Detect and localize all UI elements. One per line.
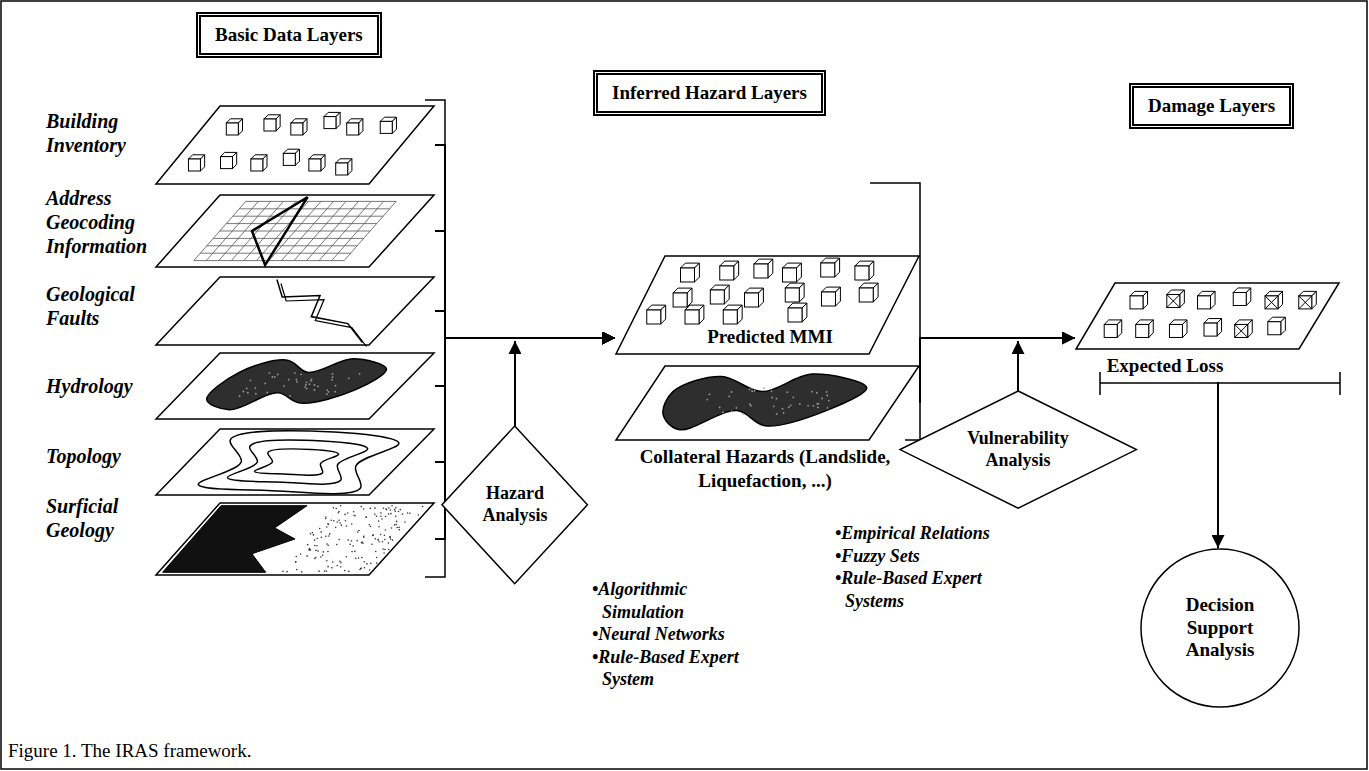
layer-sheet <box>155 428 435 496</box>
method-item: •Algorithmic Simulation <box>592 578 760 623</box>
flow-arrow <box>1217 382 1219 548</box>
layer-picture <box>194 197 397 265</box>
analysis-diamond: Hazard Analysis <box>441 425 588 585</box>
layer-sheet <box>155 502 435 576</box>
node-label: Address Geocoding Information <box>46 186 176 258</box>
layer-picture <box>663 374 867 430</box>
node-label: Hazard Analysis <box>469 483 561 526</box>
input-arrow <box>1017 341 1019 391</box>
input-arrow <box>514 341 516 426</box>
layer-picture <box>277 280 367 347</box>
section-heading: Basic Data Layers <box>196 12 382 58</box>
node-label: Collateral Hazards (Landslide, Liquefact… <box>620 445 910 493</box>
method-list: •Empirical Relations•Fuzzy Sets•Rule-Bas… <box>835 522 995 612</box>
layer-picture <box>207 359 387 410</box>
section-title: Basic Data Layers <box>215 24 363 46</box>
section-title: Inferred Hazard Layers <box>612 82 807 104</box>
layer-sheet <box>155 105 435 185</box>
method-item: •Fuzzy Sets <box>835 545 995 568</box>
layer-sheet <box>155 276 435 346</box>
data-layer: Address Geocoding Information <box>40 194 435 270</box>
node-label: Expected Loss <box>1090 354 1240 378</box>
layer-picture <box>198 431 399 494</box>
layer-picture <box>1104 288 1316 338</box>
section-title: Damage Layers <box>1148 95 1275 117</box>
data-layer: Geological Faults <box>40 276 435 348</box>
layer-picture <box>188 112 396 175</box>
data-layer: Surficial Geology <box>40 502 435 578</box>
data-layer: Building Inventory <box>40 105 435 187</box>
node-label: Surficial Geology <box>46 494 158 542</box>
node-label: Hydrology <box>46 374 158 398</box>
method-item: •Neural Networks <box>592 623 760 646</box>
section-heading: Inferred Hazard Layers <box>593 70 826 116</box>
flow-arrow <box>435 231 615 338</box>
node-label: Topology <box>46 444 158 468</box>
node-label: Geological Faults <box>46 282 158 330</box>
method-item: •Empirical Relations <box>835 522 995 545</box>
caption-box: Figure 1. The IRAS framework. <box>8 740 251 762</box>
data-layer: Topology <box>40 428 435 498</box>
method-list: •Algorithmic Simulation•Neural Networks•… <box>592 578 760 691</box>
layer-sheet <box>615 365 920 441</box>
decision-circle: Decision Support Analysis <box>1140 548 1300 708</box>
flow-arrow <box>435 145 615 338</box>
figure-caption: Figure 1. The IRAS framework. <box>8 740 251 762</box>
method-item: •Rule-Based Expert System <box>592 646 760 691</box>
layer-sheet <box>1075 282 1340 350</box>
node-label: Vulnerability Analysis <box>953 428 1083 471</box>
data-layer: Hydrology <box>40 352 435 422</box>
hazard-layer: Collateral Hazards (Landslide, Liquefact… <box>615 365 920 495</box>
node-label: Decision Support Analysis <box>1165 594 1275 662</box>
layer-picture <box>647 258 878 324</box>
layer-picture <box>163 505 424 573</box>
flow-arrow <box>435 338 615 386</box>
damage-layer: Expected Loss <box>1075 282 1340 382</box>
layer-sheet <box>155 194 435 268</box>
method-item: •Rule-Based Expert Systems <box>835 567 995 612</box>
layer-sheet <box>155 352 435 420</box>
node-label: Predicted MMI <box>660 325 880 349</box>
flow-arrow <box>435 311 615 338</box>
flow-arrow <box>920 338 1075 403</box>
analysis-diamond: Vulnerability Analysis <box>899 390 1137 509</box>
hazard-layer: Predicted MMI <box>615 255 920 355</box>
node-label: Building Inventory <box>46 109 158 157</box>
section-heading: Damage Layers <box>1129 83 1294 129</box>
